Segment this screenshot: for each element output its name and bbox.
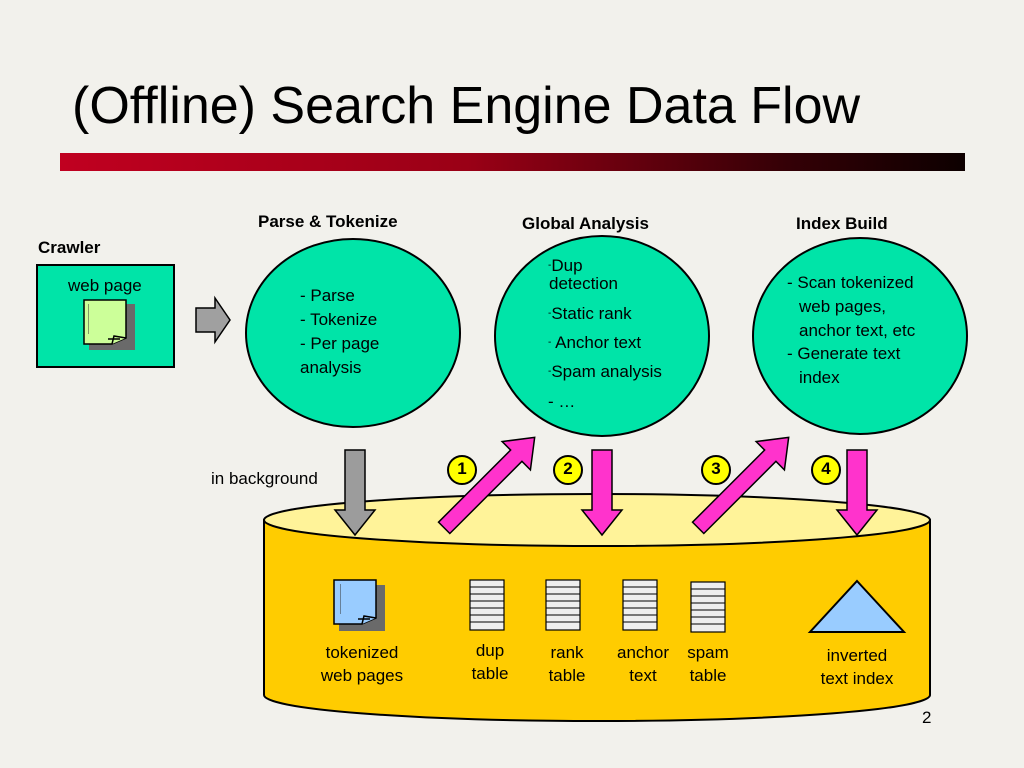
spam-table-label-line1: spam (687, 643, 729, 662)
data-store-cylinder (263, 493, 931, 722)
spam-analysis-line: -Spam analysis (548, 362, 662, 381)
step-4-number: 4 (821, 459, 831, 478)
rank-table-label-line2: table (548, 666, 586, 685)
scan-tokenized-line: - Scan tokenized (787, 273, 914, 292)
web-page-document-icon (83, 299, 135, 350)
title-underline-bar (60, 153, 965, 171)
dup-detection-line-2: detection (549, 274, 618, 293)
parse-step-line: - Parse (300, 286, 355, 305)
generate-text-line: - Generate text (787, 344, 901, 363)
inverted-index-label-line1: inverted (826, 646, 888, 665)
tokenized-pages-label-line1: tokenized (325, 643, 399, 662)
spam-table-label-line2: table (689, 666, 727, 685)
global-analysis-circle (494, 235, 710, 437)
crawler-to-parse-arrow (195, 295, 231, 345)
rank-table-label-line1: rank (550, 643, 584, 662)
rank-table-label: rank table (534, 641, 600, 687)
spam-table-icon (690, 581, 726, 633)
static-rank-text: Static rank (551, 304, 632, 323)
anchor-text-table-icon (622, 579, 658, 631)
step-4-badge (811, 455, 841, 485)
step-3-badge (701, 455, 731, 485)
anchor-text-label-line1: anchor (617, 643, 669, 662)
per-page-step-line: - Per page (300, 334, 380, 353)
more-analysis-line: - … (548, 392, 576, 411)
index-line: index (799, 368, 840, 387)
step-2-badge (553, 455, 583, 485)
dup-table-icon (469, 579, 505, 631)
spam-analysis-text: Spam analysis (551, 362, 662, 381)
page-number: 2 (922, 708, 932, 727)
analysis-step-line: analysis (300, 358, 362, 377)
dup-table-label: dup table (457, 639, 523, 685)
step-1-badge (447, 455, 477, 485)
tokenized-pages-label-line2: web pages (320, 666, 404, 685)
anchor-text-label-line2: text (629, 666, 657, 685)
dup-table-label-line1: dup (475, 641, 505, 660)
parse-tokenize-heading: Parse & Tokenize (258, 212, 398, 231)
step-4-arrow-down (835, 449, 879, 537)
crawler-heading: Crawler (38, 238, 101, 257)
slide-title: (Offline) Search Engine Data Flow (72, 77, 861, 135)
global-analysis-heading: Global Analysis (522, 214, 649, 233)
step-1-arrow-up (437, 436, 536, 535)
step-3-number: 3 (711, 459, 721, 478)
spam-table-label: spam table (675, 641, 741, 687)
parse-tokenize-circle (245, 238, 461, 428)
web-page-label: web page (68, 276, 142, 295)
anchor-text-etc-line: anchor text, etc (799, 321, 916, 340)
dup-table-label-line2: table (471, 664, 509, 683)
tokenize-step-line: - Tokenize (300, 310, 378, 329)
index-build-heading: Index Build (796, 214, 888, 233)
web-pages-line: web pages, (799, 297, 886, 316)
rank-table-icon (545, 579, 581, 631)
step-3-arrow-up (691, 436, 790, 535)
index-build-circle (752, 237, 968, 435)
anchor-text-text: Anchor text (555, 333, 642, 352)
step-1-number: 1 (457, 459, 467, 478)
dup-detection-line-1: -Dup (548, 256, 583, 275)
inverted-index-label: inverted text index (797, 644, 917, 690)
parse-to-store-arrow (333, 449, 377, 537)
anchor-text-label: anchor text (608, 641, 678, 687)
step-2-number: 2 (563, 459, 573, 478)
inverted-index-label-line2: text index (820, 669, 894, 688)
inverted-index-triangle-icon (807, 579, 907, 633)
dup-detection-text: Dup (551, 256, 583, 275)
static-rank-line: -Static rank (548, 304, 632, 323)
tokenized-pages-document-icon (333, 579, 385, 631)
tokenized-pages-label: tokenized web pages (302, 641, 422, 687)
in-background-label: in background (211, 469, 318, 488)
anchor-text-line: - Anchor text (548, 333, 642, 352)
step-2-arrow-down (580, 449, 624, 537)
